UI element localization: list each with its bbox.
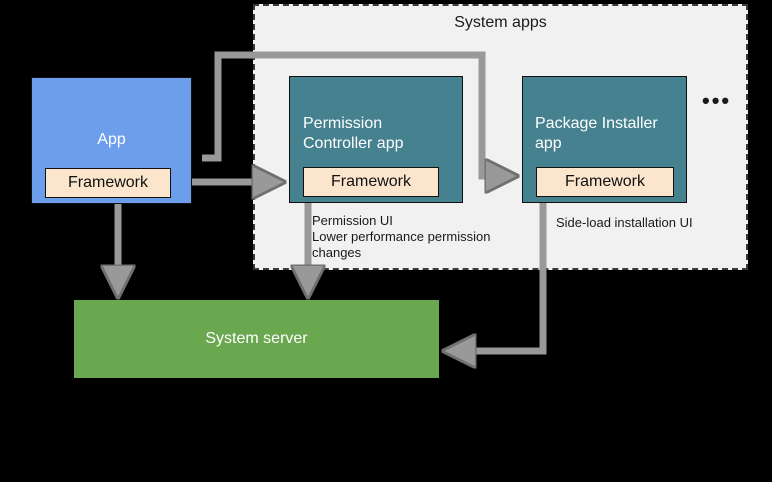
node-system-server[interactable] xyxy=(74,300,439,378)
node-permission-controller-framework[interactable]: Framework xyxy=(303,167,439,197)
node-app-label: App xyxy=(97,131,126,148)
permission-controller-caption: Permission UI Lower performance permissi… xyxy=(312,213,491,260)
node-package-installer-framework[interactable]: Framework xyxy=(536,167,674,197)
node-package-installer-app-label: Package Installer app xyxy=(535,115,658,152)
node-system-server-label: System server xyxy=(205,330,308,347)
system-apps-title: System apps xyxy=(454,14,547,31)
node-permission-controller-app-label: Permission Controller app xyxy=(303,115,404,152)
more-system-apps-ellipsis: ••• xyxy=(702,88,732,113)
node-app-framework[interactable]: Framework xyxy=(45,168,171,198)
package-installer-caption: Side-load installation UI xyxy=(556,215,693,230)
